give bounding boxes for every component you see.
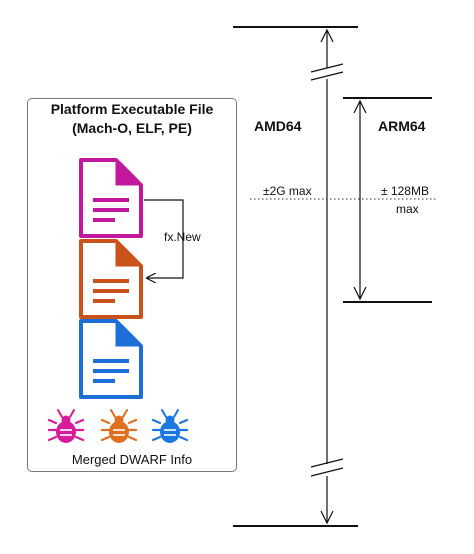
document-icon xyxy=(79,319,143,399)
axis-break-mark xyxy=(310,63,344,73)
arm64-range-line2: max xyxy=(396,202,419,216)
amd64-range: ±2G max xyxy=(263,184,312,198)
bug-icon xyxy=(47,409,85,443)
amd64-arrow-up xyxy=(320,28,334,43)
bug-icon xyxy=(100,409,138,443)
axis-break-mark xyxy=(310,71,344,81)
document-icon xyxy=(79,158,143,238)
document-icon xyxy=(79,239,143,319)
axis-break-mark xyxy=(310,458,344,468)
bug-icon xyxy=(151,409,189,443)
arm64-arrow-up xyxy=(353,99,367,114)
arm64-arrow-down xyxy=(353,286,367,301)
amd64-label: AMD64 xyxy=(254,118,302,134)
axis-break-mark xyxy=(310,467,344,477)
arm64-label: ARM64 xyxy=(378,118,426,134)
panel-title-line1: Platform Executable File xyxy=(50,101,214,117)
arm64-range-line1: ± 128MB xyxy=(381,184,429,198)
panel-title-line2: (Mach-O, ELF, PE) xyxy=(72,120,192,136)
amd64-arrow-down xyxy=(320,510,334,525)
fx-new-label: fx.New xyxy=(164,230,201,244)
platform-executable-panel xyxy=(27,98,237,472)
fx-new-connector xyxy=(144,199,184,278)
merged-dwarf-label: Merged DWARF Info xyxy=(71,452,193,467)
